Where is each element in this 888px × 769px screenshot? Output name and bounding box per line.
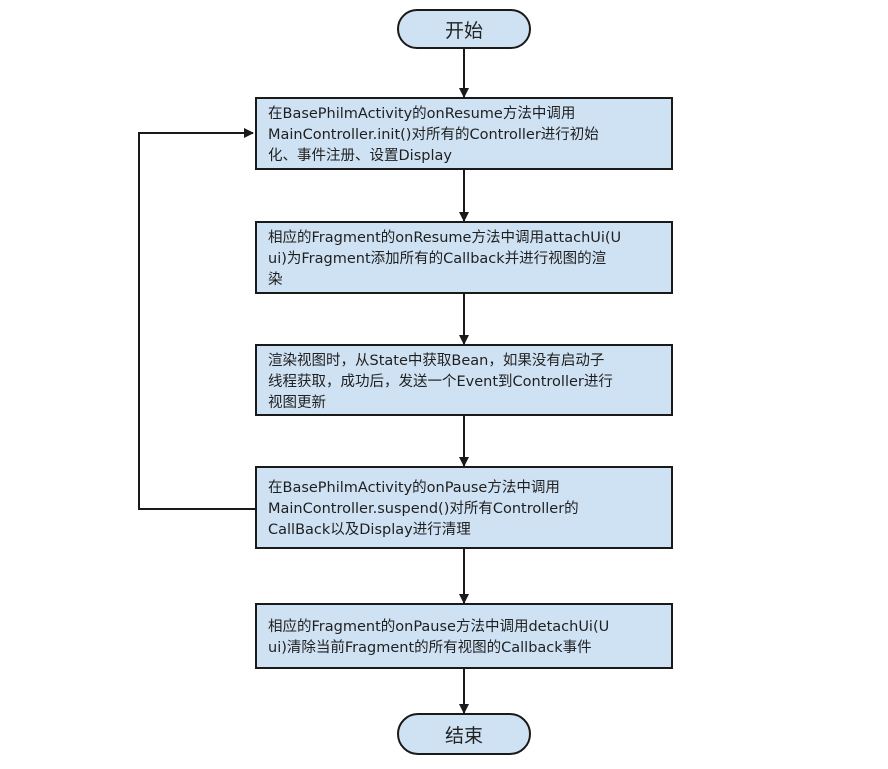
step-text-line: 在BasePhilmActivity的onPause方法中调用 xyxy=(268,480,560,496)
step-text-line: 化、事件注册、设置Display xyxy=(268,148,452,164)
step-text-line: 相应的Fragment的onPause方法中调用detachUi(U xyxy=(268,619,610,635)
step-text-line: ui)清除当前Fragment的所有视图的Callback事件 xyxy=(268,640,592,656)
step-text-line: MainController.suspend()对所有Controller的 xyxy=(268,501,579,517)
start-node: 开始 xyxy=(397,9,531,49)
process-step-1: 在BasePhilmActivity的onResume方法中调用 MainCon… xyxy=(255,97,673,170)
process-step-2: 相应的Fragment的onResume方法中调用attachUi(U ui)为… xyxy=(255,221,673,294)
start-label: 开始 xyxy=(444,19,483,42)
step-text-line: 视图更新 xyxy=(268,395,326,411)
process-step-3: 渲染视图时，从State中获取Bean，如果没有启动子 线程获取，成功后，发送一… xyxy=(255,344,673,416)
step-text-line: 染 xyxy=(268,272,283,288)
loop-back-arrow xyxy=(138,128,255,510)
step-text-line: 相应的Fragment的onResume方法中调用attachUi(U xyxy=(268,230,622,246)
step-text-line: 在BasePhilmActivity的onResume方法中调用 xyxy=(268,106,576,122)
process-step-4: 在BasePhilmActivity的onPause方法中调用 MainCont… xyxy=(255,466,673,549)
end-node: 结束 xyxy=(397,713,531,755)
step-text-line: CallBack以及Display进行清理 xyxy=(268,522,471,538)
process-step-5: 相应的Fragment的onPause方法中调用detachUi(U ui)清除… xyxy=(255,603,673,669)
step-text-line: ui)为Fragment添加所有的Callback并进行视图的渲 xyxy=(268,251,607,267)
step-text-line: MainController.init()对所有的Controller进行初始 xyxy=(268,127,599,143)
step-text-line: 线程获取，成功后，发送一个Event到Controller进行 xyxy=(268,374,613,390)
step-text-line: 渲染视图时，从State中获取Bean，如果没有启动子 xyxy=(268,353,605,369)
end-label: 结束 xyxy=(444,724,483,747)
